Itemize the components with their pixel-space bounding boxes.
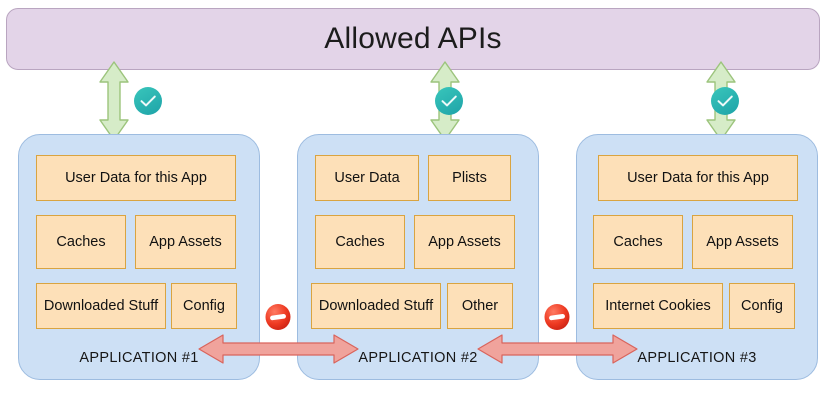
data-tile: Downloaded Stuff: [311, 283, 441, 329]
allowed-apis-banner: Allowed APIs: [6, 8, 820, 70]
application-label-2: APPLICATION #2: [358, 350, 478, 366]
data-tile: Caches: [315, 215, 405, 269]
data-tile: Config: [171, 283, 237, 329]
check-circle-icon-app3: [710, 86, 740, 116]
data-tile: App Assets: [692, 215, 793, 269]
data-tile: Internet Cookies: [593, 283, 723, 329]
allowed-apis-title: Allowed APIs: [324, 22, 502, 55]
data-tile: User Data for this App: [598, 155, 798, 201]
data-tile: App Assets: [135, 215, 236, 269]
allowed-api-arrow-app1: [97, 60, 131, 142]
data-tile: User Data for this App: [36, 155, 236, 201]
data-tile: Caches: [36, 215, 126, 269]
data-tile: Downloaded Stuff: [36, 283, 166, 329]
data-tile: Other: [447, 283, 513, 329]
application-box-3[interactable]: User Data for this App Caches App Assets…: [576, 134, 818, 380]
blocked-arrow-app1-app2: [197, 332, 360, 366]
data-tile: Plists: [428, 155, 511, 201]
no-entry-icon-app2-app3: [543, 303, 571, 331]
data-tile: App Assets: [414, 215, 515, 269]
application-label-3: APPLICATION #3: [637, 350, 757, 366]
data-tile: User Data: [315, 155, 419, 201]
data-tile: Caches: [593, 215, 683, 269]
check-circle-icon-app2: [434, 86, 464, 116]
no-entry-icon-app1-app2: [264, 303, 292, 331]
blocked-arrow-app2-app3: [476, 332, 639, 366]
check-circle-icon-app1: [133, 86, 163, 116]
application-box-1[interactable]: User Data for this App Caches App Assets…: [18, 134, 260, 380]
data-tile: Config: [729, 283, 795, 329]
application-label-1: APPLICATION #1: [79, 350, 199, 366]
